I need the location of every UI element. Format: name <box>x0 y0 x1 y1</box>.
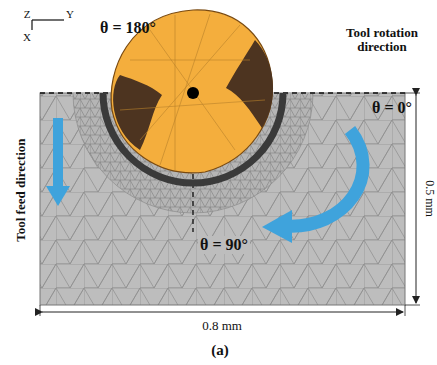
angle-label: θ = 90° <box>198 236 250 254</box>
axis-label: X <box>23 31 31 43</box>
figure-label: (a) <box>211 342 229 359</box>
angle-label: θ = 180° <box>100 19 156 37</box>
direction-label: Tool feed direction <box>15 138 29 241</box>
direction-label: Tool rotation direction <box>327 26 437 55</box>
dimension-label: 0.5 mm <box>422 181 435 218</box>
angle-label: θ = 0° <box>372 99 412 117</box>
dimension-label: 0.8 mm <box>202 319 242 333</box>
axis-label: Z <box>24 8 31 20</box>
axis-label: Y <box>66 8 74 20</box>
